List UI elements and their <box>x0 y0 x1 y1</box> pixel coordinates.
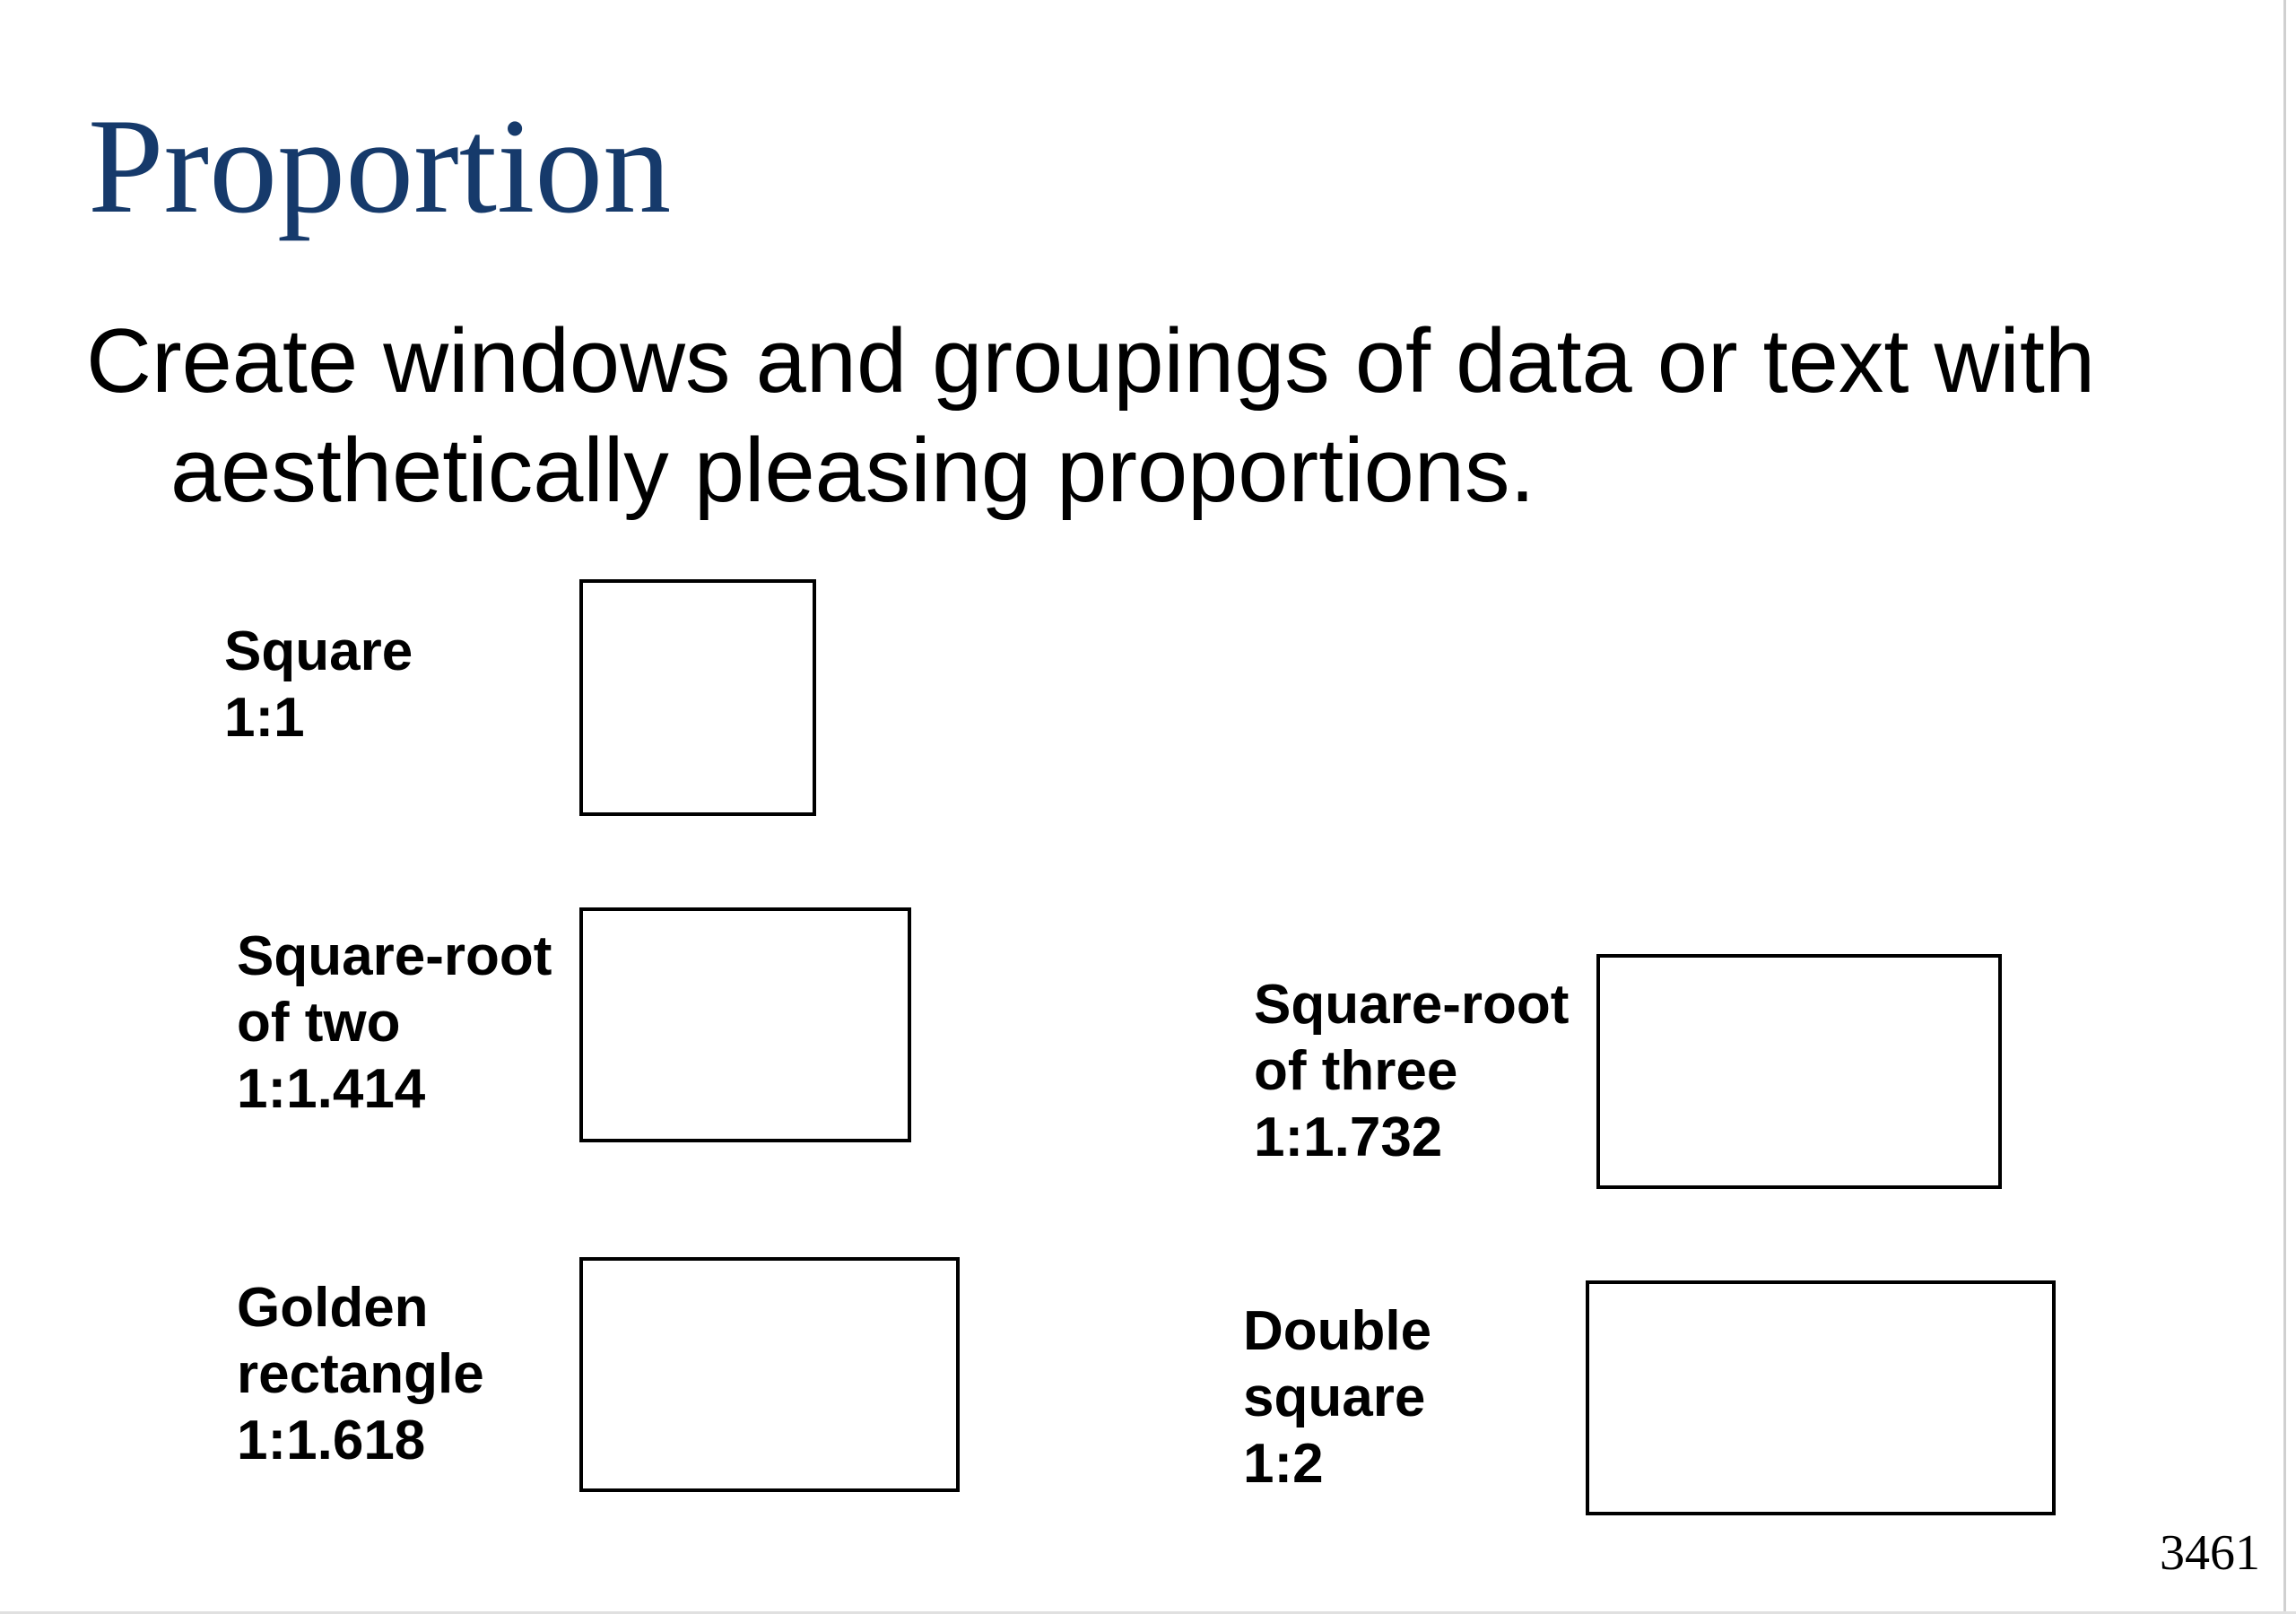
double-square-name-line1: Double <box>1243 1300 1432 1362</box>
sqrt-three-ratio: 1:1.732 <box>1254 1106 1443 1168</box>
golden-name-line1: Golden <box>237 1277 429 1339</box>
golden-rectangle <box>579 1257 960 1492</box>
sqrt-two-name-line2: of two <box>237 992 401 1054</box>
slide-bottom-edge <box>0 1611 2296 1614</box>
body-line-2: aesthetically pleasing proportions. <box>170 421 1535 521</box>
sqrt-two-label: Square-root of two 1:1.414 <box>237 924 552 1123</box>
square-name: Square <box>224 620 413 682</box>
square-rectangle <box>579 579 816 816</box>
square-label: Square 1:1 <box>224 619 413 751</box>
double-square-ratio: 1:2 <box>1243 1433 1324 1495</box>
page-number: 3461 <box>2160 1525 2260 1581</box>
sqrt-two-name-line1: Square-root <box>237 925 552 987</box>
double-square-name-line2: square <box>1243 1367 1426 1428</box>
sqrt-three-name-line2: of three <box>1254 1040 1458 1102</box>
double-square-rectangle <box>1586 1280 2056 1515</box>
sqrt-two-rectangle <box>579 907 911 1142</box>
golden-ratio: 1:1.618 <box>237 1410 426 1471</box>
slide-body-text: Create windows and groupings of data or … <box>86 307 2221 525</box>
golden-name-line2: rectangle <box>237 1343 484 1405</box>
sqrt-two-ratio: 1:1.414 <box>237 1058 426 1120</box>
double-square-label: Double square 1:2 <box>1243 1298 1431 1497</box>
sqrt-three-label: Square-root of three 1:1.732 <box>1254 972 1569 1171</box>
golden-rectangle-label: Golden rectangle 1:1.618 <box>237 1275 484 1474</box>
sqrt-three-rectangle <box>1596 954 2002 1189</box>
slide-title: Proportion <box>88 91 672 241</box>
sqrt-three-name-line1: Square-root <box>1254 974 1570 1036</box>
slide-right-edge <box>2283 0 2286 1614</box>
body-line-1: Create windows and groupings of data or … <box>86 311 2096 412</box>
square-ratio: 1:1 <box>224 687 305 749</box>
